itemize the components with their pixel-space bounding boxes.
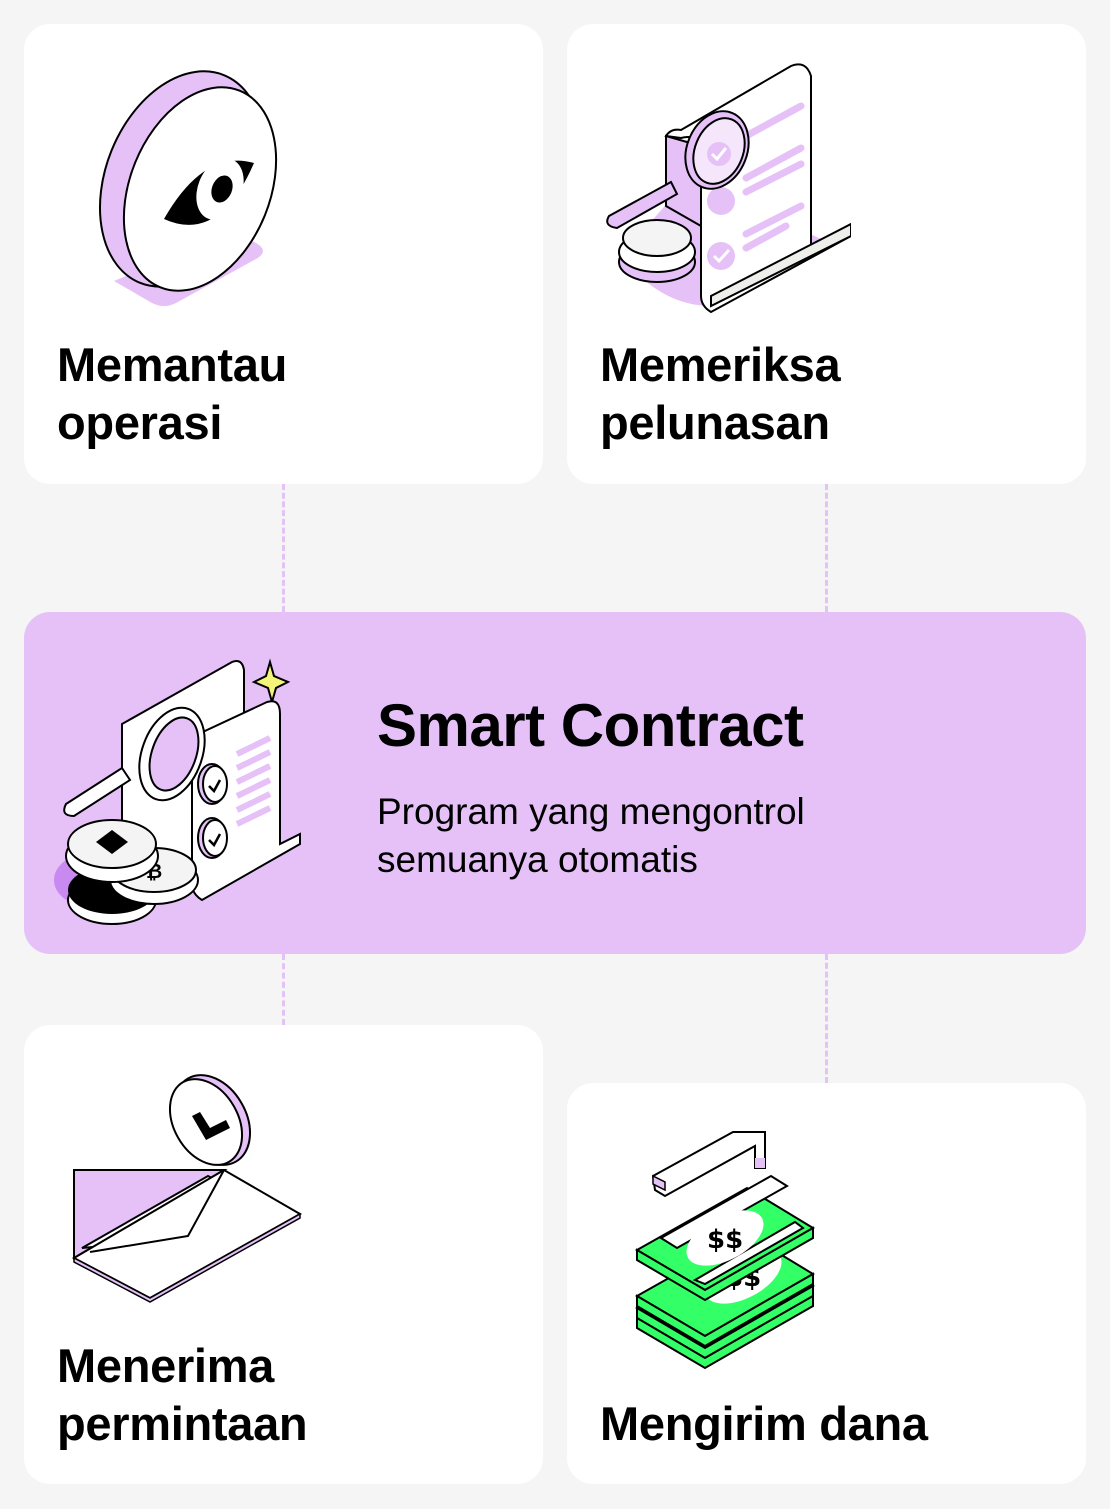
connector-top-right: [825, 484, 828, 612]
money-stack-arrow-icon: $$ $$: [634, 1131, 815, 1370]
connector-top-left: [282, 484, 285, 612]
smart-contract-title: Smart Contract: [377, 692, 804, 759]
card-title: Memeriksa pelunasan: [600, 338, 841, 449]
svg-text:$$: $$: [707, 1225, 743, 1255]
card-title: Mengirim dana: [600, 1397, 928, 1450]
eye-coin-icon: [98, 70, 278, 306]
document-magnifier-coins-icon: [606, 63, 851, 314]
smart-contract-panel: ₿ Smart Contract Program yang mengontrol…: [24, 612, 1086, 954]
connector-bottom-left: [282, 954, 285, 1025]
card-title: Menerima permintaan: [57, 1339, 308, 1450]
smart-contract-description: Program yang mengontrol semuanya otomati…: [377, 791, 805, 880]
card-monitor-operations: Memantau operasi: [24, 24, 543, 484]
card-send-funds: $$ $$ Mengirim dana: [567, 1083, 1086, 1484]
card-verify-payment: Memeriksa pelunasan: [567, 24, 1086, 484]
smart-contract-documents-icon: ₿: [54, 658, 301, 925]
envelope-clock-icon: [72, 1074, 303, 1303]
connector-bottom-right: [825, 954, 828, 1083]
card-receive-requests: Menerima permintaan: [24, 1025, 543, 1484]
card-title: Memantau operasi: [57, 338, 288, 449]
